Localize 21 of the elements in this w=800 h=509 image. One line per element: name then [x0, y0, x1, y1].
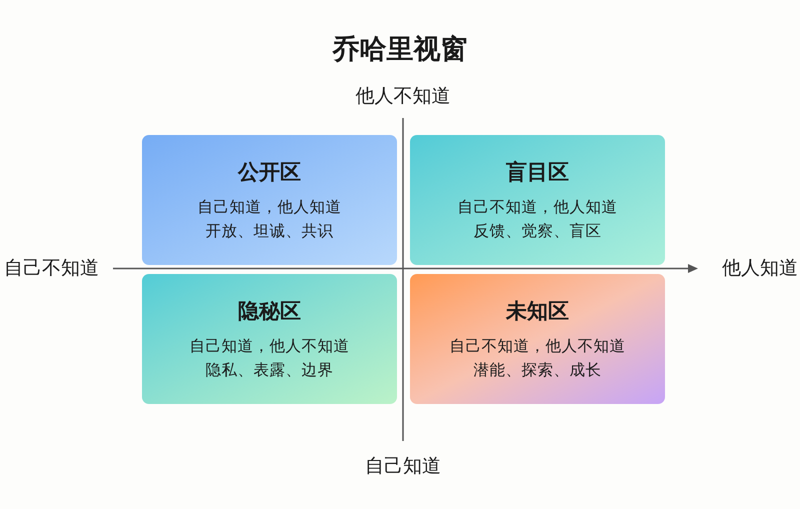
quadrant-description: 自己知道，他人不知道 — [190, 336, 350, 356]
quadrant-title: 公开区 — [238, 158, 301, 186]
quadrant-description: 自己不知道，他人不知道 — [450, 336, 626, 356]
quadrant-description: 潜能、探索、成长 — [474, 360, 602, 380]
quadrant-title: 盲目区 — [506, 158, 569, 186]
quadrant-card — [142, 274, 397, 404]
diagram-title: 乔哈里视窗 — [331, 33, 468, 67]
quadrant-description: 反馈、觉察、盲区 — [474, 220, 602, 242]
axis-label: 他人不知道 — [354, 84, 452, 109]
quadrant-description: 自己知道，他人知道 — [198, 196, 342, 218]
axis-label: 他人知道 — [721, 256, 798, 281]
quadrant-card — [410, 274, 665, 404]
quadrant-description: 隐私、表露、边界 — [206, 360, 334, 380]
quadrant-description: 自己不知道，他人知道 — [458, 196, 618, 218]
quadrant-card — [410, 135, 665, 265]
quadrant-description: 开放、坦诚、共识 — [206, 220, 334, 242]
quadrant-title: 隐秘区 — [238, 298, 301, 324]
quadrant-card — [142, 135, 397, 265]
quadrant-title: 未知区 — [506, 298, 569, 324]
axis-label: 自己知道 — [364, 454, 442, 479]
axis-label: 自己不知道 — [4, 256, 100, 281]
